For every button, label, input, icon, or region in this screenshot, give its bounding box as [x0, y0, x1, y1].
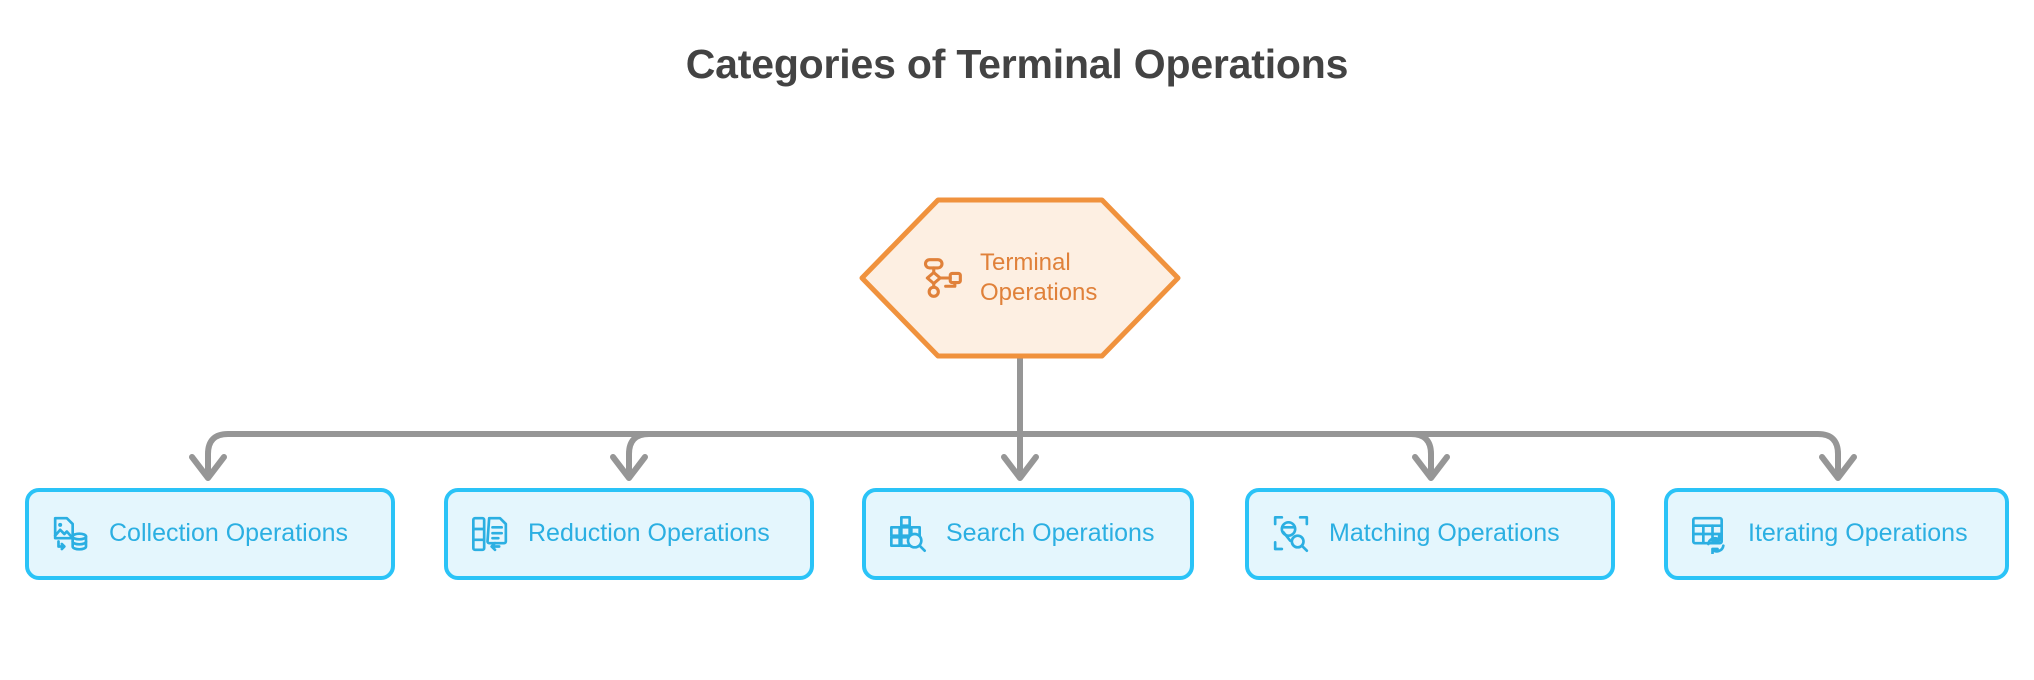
node-label-collection-operations: Collection Operations — [109, 519, 349, 548]
grid-magnifier-icon — [890, 516, 926, 552]
connector-bus-left — [205, 431, 1023, 473]
arrowhead-0 — [189, 454, 227, 481]
node-label-search-operations: Search Operations — [946, 519, 1155, 548]
node-terminal-operations[interactable]: Terminal Operations — [856, 196, 1184, 360]
arrowhead-2 — [1001, 454, 1039, 481]
node-reduction-operations[interactable]: Reduction Operations — [444, 488, 814, 580]
table-refresh-icon — [1692, 516, 1725, 554]
workflow-icon — [923, 258, 962, 298]
node-label-matching-operations: Matching Operations — [1329, 519, 1560, 548]
scan-magnifier-icon — [1273, 516, 1309, 552]
node-label-terminal-operations: Terminal Operations — [980, 249, 1098, 306]
arrowhead-1 — [610, 454, 648, 481]
node-label-iterating-operations: Iterating Operations — [1748, 519, 1968, 548]
node-search-operations[interactable]: Search Operations — [862, 488, 1194, 580]
arrowhead-4 — [1819, 454, 1857, 481]
node-label-reduction-operations: Reduction Operations — [528, 519, 770, 548]
arrowhead-3 — [1412, 454, 1450, 481]
hexagon-shape — [859, 197, 1181, 359]
node-matching-operations[interactable]: Matching Operations — [1245, 488, 1615, 580]
connector-bus-left-inner — [626, 431, 1023, 473]
page-title: Categories of Terminal Operations — [685, 41, 1349, 87]
connector-bus-right — [1017, 431, 1841, 473]
document-list-return-icon — [472, 516, 508, 552]
node-iterating-operations[interactable]: Iterating Operations — [1664, 488, 2009, 580]
image-database-icon — [53, 516, 88, 551]
node-collection-operations[interactable]: Collection Operations — [25, 488, 395, 580]
connector-bus-right-inner — [1017, 431, 1434, 473]
